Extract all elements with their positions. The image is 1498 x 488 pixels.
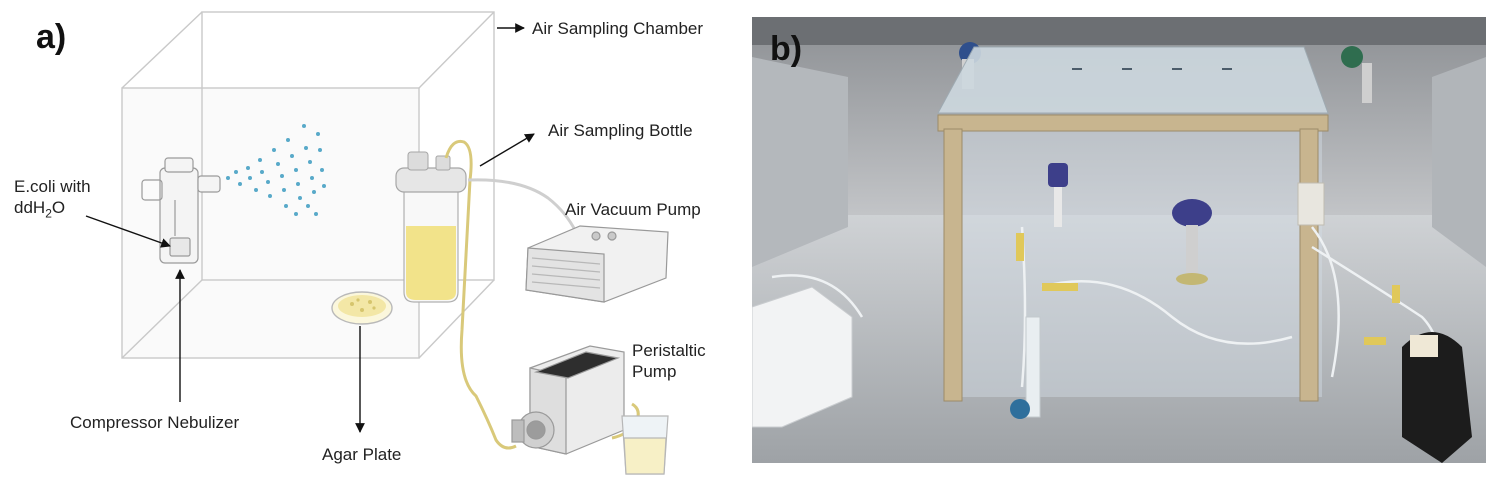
peristaltic-pump <box>511 345 625 455</box>
panel-label-b: b) <box>770 30 803 68</box>
label-ecoli-ddh: ddH <box>14 198 46 217</box>
label-agar-plate: Agar Plate <box>322 445 402 464</box>
label-air-sampling-bottle: Air Sampling Bottle <box>548 121 693 140</box>
panel-label-a: a) <box>36 18 67 56</box>
label-compressor-nebulizer: Compressor Nebulizer <box>70 413 240 432</box>
schematic-diagram <box>85 11 669 475</box>
beaker <box>621 415 669 475</box>
leader-arrows <box>85 23 535 433</box>
sampler-in-photo <box>1172 199 1212 285</box>
setup-photograph <box>752 17 1486 463</box>
agar-plate <box>331 291 393 325</box>
label-ecoli-subscript: 2 <box>45 206 52 221</box>
label-air-sampling-chamber: Air Sampling Chamber <box>532 19 704 38</box>
label-ecoli-o: O <box>51 198 66 217</box>
air-sampling-bottle <box>395 151 467 303</box>
wall-valve-right <box>1341 46 1372 103</box>
label-peristaltic-line1: Peristaltic <box>632 341 706 360</box>
nebulizer-in-photo <box>1048 163 1068 227</box>
label-peristaltic-line2: Pump <box>632 362 677 381</box>
label-ecoli: E.coli with ddH2O <box>14 176 91 224</box>
aerosol-droplets <box>226 124 326 216</box>
label-ecoli-line2: ddH2O <box>14 197 91 224</box>
label-air-vacuum-pump: Air Vacuum Pump <box>565 200 701 219</box>
label-peristaltic-pump: Peristaltic Pump <box>632 340 706 382</box>
label-ecoli-line1: E.coli with <box>14 177 91 196</box>
air-vacuum-pump <box>525 225 669 303</box>
